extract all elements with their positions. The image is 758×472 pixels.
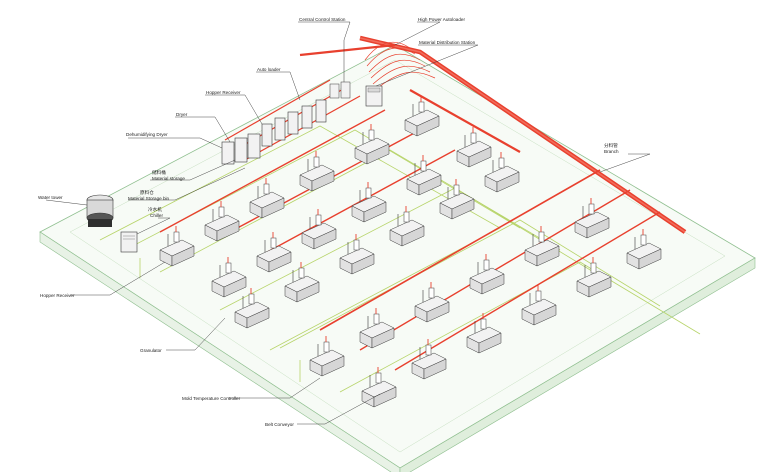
injection-molding-machine-icon[interactable] [574, 198, 610, 239]
injection-molding-machine-icon[interactable] [484, 152, 520, 193]
injection-molding-machine-icon[interactable] [576, 257, 612, 298]
auto-loader-label: Auto loader [257, 67, 281, 72]
injection-molding-machine-icon[interactable] [204, 201, 240, 242]
duct-fan-bundle [364, 41, 436, 91]
storage-bin-en-label: Material Storage bin [128, 196, 170, 201]
dehumidifying-dryer-label: Dehumidifying Dryer [126, 132, 168, 137]
injection-molding-machine-icon[interactable] [411, 339, 447, 380]
material-distribution-station-label: Material Distribution Station [419, 40, 476, 45]
injection-molding-machine-icon[interactable] [404, 96, 440, 137]
central-control-station-label: Central Control Station [299, 17, 346, 22]
material-distribution-station[interactable] [365, 85, 383, 107]
injection-molding-machine-icon[interactable] [469, 254, 505, 295]
injection-molding-machine-icon[interactable] [521, 285, 557, 326]
dryer-label: Dryer [176, 112, 188, 117]
injection-molding-machine-icon[interactable] [234, 288, 270, 329]
storage-cn-label: 储料桶 [152, 169, 166, 176]
dryer-bank[interactable] [221, 99, 327, 165]
water-tower-label: Water tower [38, 195, 63, 200]
injection-molding-machine-icon[interactable] [359, 308, 395, 349]
leader-lines [45, 21, 651, 425]
branch-en-label: Branch [604, 149, 619, 154]
mold-temperature-controller-label: Mold Temperature Controller [182, 396, 241, 401]
injection-molding-machine-icon[interactable] [284, 262, 320, 303]
branch-cn-label: 分料管 [604, 142, 618, 149]
injection-molding-machine-icon[interactable] [354, 124, 390, 165]
central-control-station[interactable] [329, 40, 351, 99]
injection-molding-machine-icon[interactable] [361, 367, 397, 408]
injection-molding-machine-icon[interactable] [309, 336, 345, 377]
injection-molding-machine-icon[interactable] [626, 229, 662, 270]
storage-bin-cn-label: 原料仓 [140, 189, 154, 196]
injection-molding-machine-icon[interactable] [414, 282, 450, 323]
belt-conveyor-label: Belt Conveyor [265, 422, 294, 427]
injection-molding-machine-icon[interactable] [456, 127, 492, 168]
floor-platform [39, 44, 756, 472]
chiller-cn-label: 冷水机 [148, 206, 162, 213]
injection-molding-machine-icon[interactable] [301, 209, 337, 250]
chiller-en-label: Chiller [150, 213, 163, 218]
injection-molding-machine-icon[interactable] [524, 226, 560, 267]
hopper-receiver-label: Hopper Receiver [206, 90, 241, 95]
water-tower-icon[interactable] [86, 194, 114, 227]
chiller-icon[interactable] [120, 231, 138, 253]
hopper-receiver-2-label: Hopper Receiver [40, 293, 75, 298]
injection-molding-machine-icon[interactable] [351, 182, 387, 223]
injection-molding-machine-icon[interactable] [389, 206, 425, 247]
injection-molding-machine-icon[interactable] [339, 234, 375, 275]
injection-molding-machine-icon[interactable] [466, 313, 502, 354]
storage-en-label: Material storage [152, 176, 185, 181]
labels: Central Control Station High Power Autol… [38, 17, 619, 427]
production-line-b [309, 198, 662, 408]
injection-molding-machine-icon[interactable] [211, 257, 247, 298]
granulator-label: Granulator [140, 348, 162, 353]
injection-molding-machine-icon[interactable] [249, 178, 285, 219]
high-power-autoloader-label: High Power Autoloader [418, 17, 465, 22]
injection-molding-machine-icon[interactable] [159, 226, 195, 267]
injection-molding-machine-icon[interactable] [406, 155, 442, 196]
injection-molding-machine-icon[interactable] [256, 232, 292, 273]
injection-molding-machine-icon[interactable] [299, 151, 335, 192]
production-line-a [159, 96, 520, 329]
injection-molding-machine-icon[interactable] [439, 179, 475, 220]
